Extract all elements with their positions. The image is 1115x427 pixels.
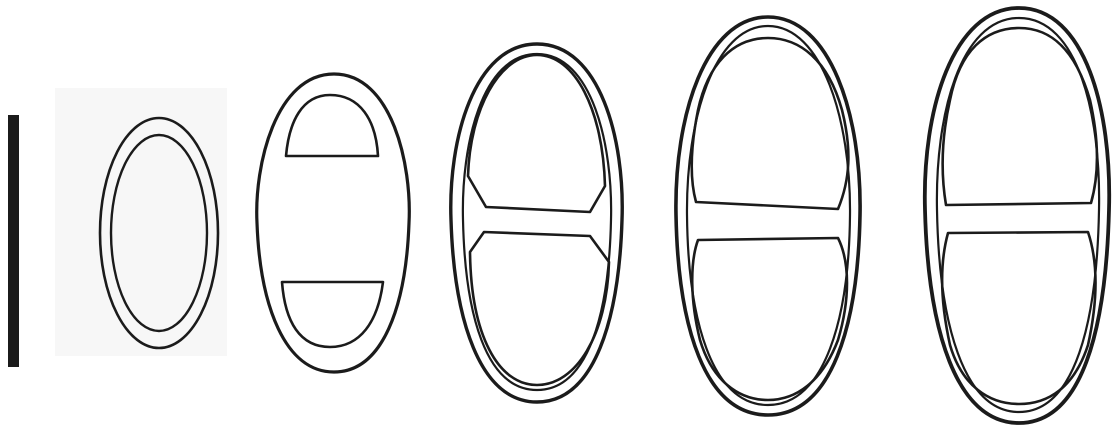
upper-cell	[468, 55, 605, 212]
scale-bar	[8, 115, 19, 367]
spore-stage-4	[676, 17, 860, 415]
spore-inner-wall	[937, 18, 1099, 412]
spore-stage-5	[925, 8, 1109, 423]
upper-cell	[692, 38, 849, 209]
lower-cell	[942, 232, 1095, 404]
lower-cell	[692, 238, 847, 400]
spore-outer-wall	[451, 44, 622, 402]
lower-cell	[470, 232, 609, 385]
spore-stage-3	[451, 44, 622, 402]
upper-cell	[286, 95, 378, 156]
spore-stage-2	[257, 74, 410, 372]
spore-outer-wall	[257, 74, 410, 372]
lower-cell	[282, 282, 383, 347]
spore-inner-wall	[687, 26, 850, 405]
